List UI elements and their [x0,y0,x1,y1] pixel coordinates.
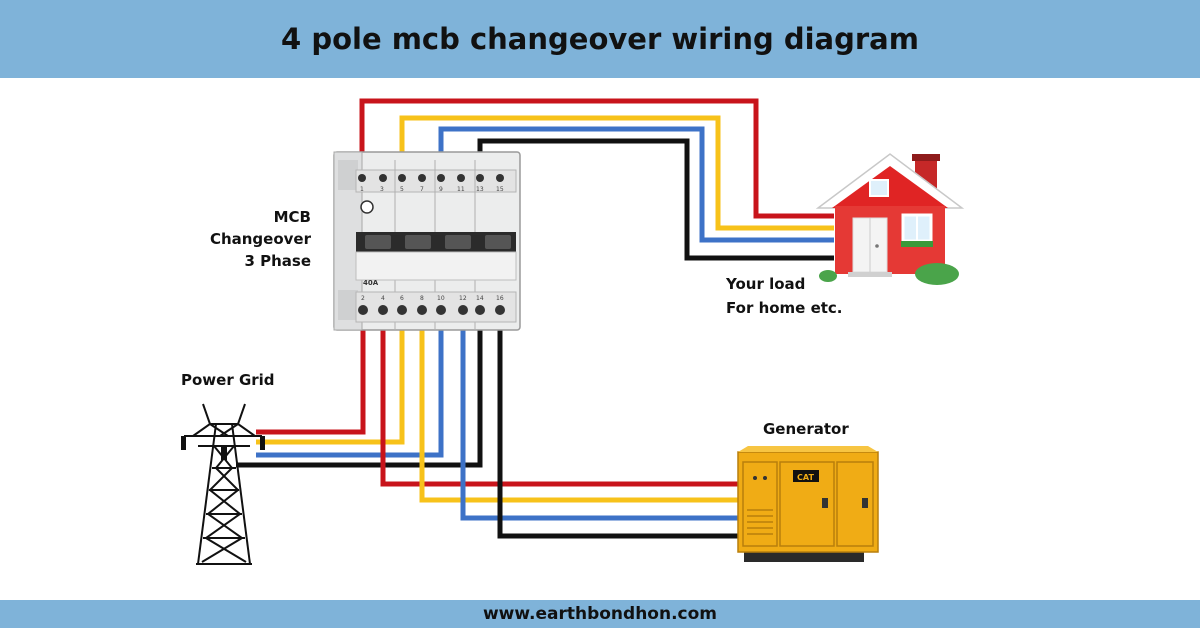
terminal-label: 11 [457,186,465,193]
terminal-label: 6 [400,295,404,302]
terminal-label: 2 [361,295,365,302]
generator-brand: CAT [797,473,814,482]
terminal-label: 1 [360,186,364,193]
mcb-label-line2: Changeover [210,230,312,248]
terminal-label: 7 [420,186,424,193]
website-link[interactable]: www.earthbondhon.com [482,604,718,624]
mcb-label-line1: MCB [274,208,311,226]
brand-logo-icon [360,200,374,214]
house-icon [815,153,965,285]
black-wire-generator [497,325,742,539]
labels: MCB Changeover 3 Phase Your load For hom… [181,208,849,438]
mcb-label-line3: 3 Phase [244,252,311,270]
wires [236,98,834,539]
terminal-label: 14 [476,295,484,302]
generator-label: Generator [763,420,849,438]
generator-icon: CAT [737,446,879,562]
page-title: 4 pole mcb changeover wiring diagram [281,22,919,56]
footer-banner: www.earthbondhon.com [0,600,1200,628]
blue-wire-grid [256,325,444,458]
terminal-label: 16 [496,295,504,302]
terminal-label: 10 [437,295,445,302]
black-wire-grid [236,325,483,468]
load-label-line1: Your load [725,275,805,293]
power-grid-label: Power Grid [181,371,275,389]
terminal-label: 3 [380,186,384,193]
yellow-wire-grid [256,325,405,445]
rating-label: 40A [363,279,379,287]
yellow-wire-load [399,115,834,231]
terminal-label: 12 [459,295,467,302]
yellow-wire-generator [419,325,742,503]
terminal-label: 5 [400,186,404,193]
terminal-label: 13 [476,186,484,193]
red-wire-grid [256,325,366,435]
terminal-label: 8 [420,295,424,302]
title-banner: 4 pole mcb changeover wiring diagram [0,0,1200,78]
terminal-label: 15 [496,186,504,193]
red-wire-generator [380,325,742,487]
blue-wire-load [438,126,834,243]
terminal-label: 9 [439,186,443,193]
red-wire-load [359,98,834,219]
power-tower-icon [181,403,265,565]
blue-wire-generator [460,325,742,521]
mcb-changeover-icon: 1 3 5 7 9 11 13 15 40A [333,151,521,331]
terminal-label: 4 [381,295,385,302]
load-label-line2: For home etc. [726,299,843,317]
